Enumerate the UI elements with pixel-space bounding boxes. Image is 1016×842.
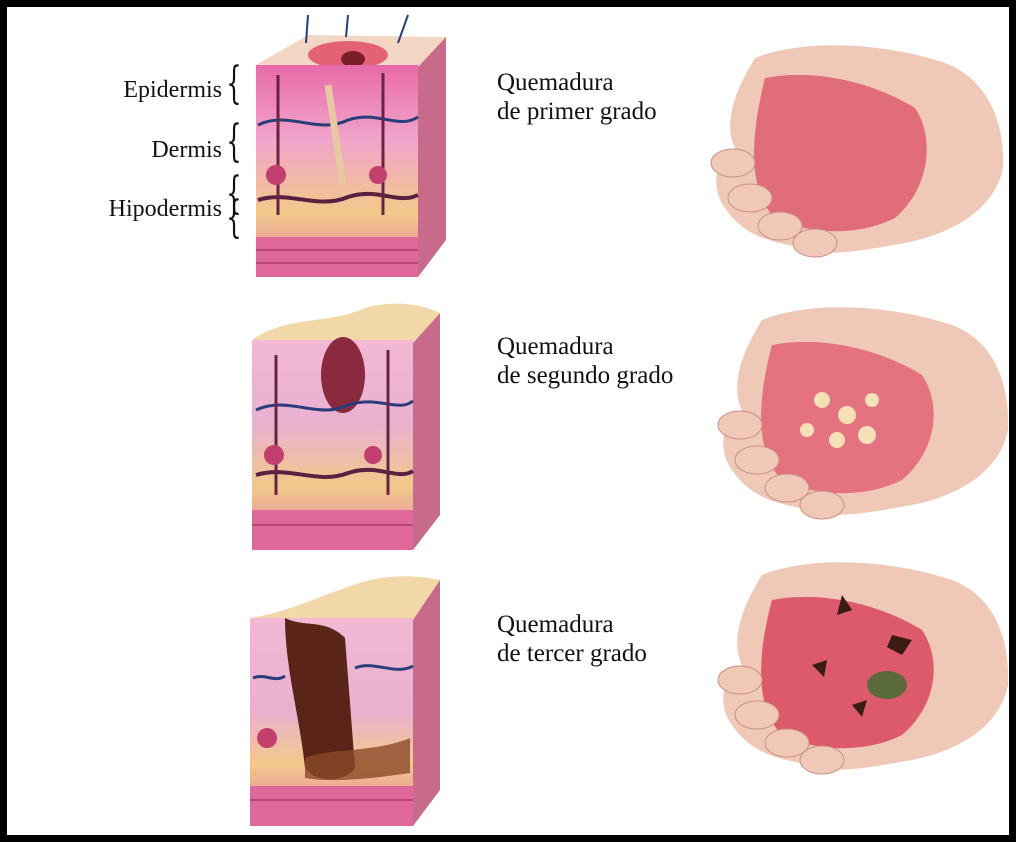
brace-dermis: { (226, 120, 241, 164)
skin-block-third-degree (245, 568, 450, 830)
label-hypodermis: Hipodermis (82, 197, 222, 221)
hand-second-degree (712, 300, 1012, 528)
skin-block-first-degree (248, 15, 458, 280)
caption-second-line2: de segundo grado (497, 361, 673, 390)
brace-hypodermis-ext: { (226, 196, 241, 240)
caption-first-line2: de primer grado (497, 97, 657, 126)
caption-third-degree: Quemadura de tercer grado (497, 610, 647, 668)
label-epidermis: Epidermis (82, 78, 222, 102)
caption-second-degree: Quemadura de segundo grado (497, 332, 673, 390)
hand-third-degree (712, 555, 1012, 783)
label-dermis: Dermis (82, 138, 222, 162)
caption-first-degree: Quemadura de primer grado (497, 68, 657, 126)
caption-third-line2: de tercer grado (497, 639, 647, 668)
hand-first-degree (705, 38, 1010, 266)
caption-second-line1: Quemadura (497, 332, 673, 361)
caption-third-line1: Quemadura (497, 610, 647, 639)
skin-block-second-degree (248, 295, 448, 555)
caption-first-line1: Quemadura (497, 68, 657, 97)
brace-epidermis: { (226, 62, 241, 106)
